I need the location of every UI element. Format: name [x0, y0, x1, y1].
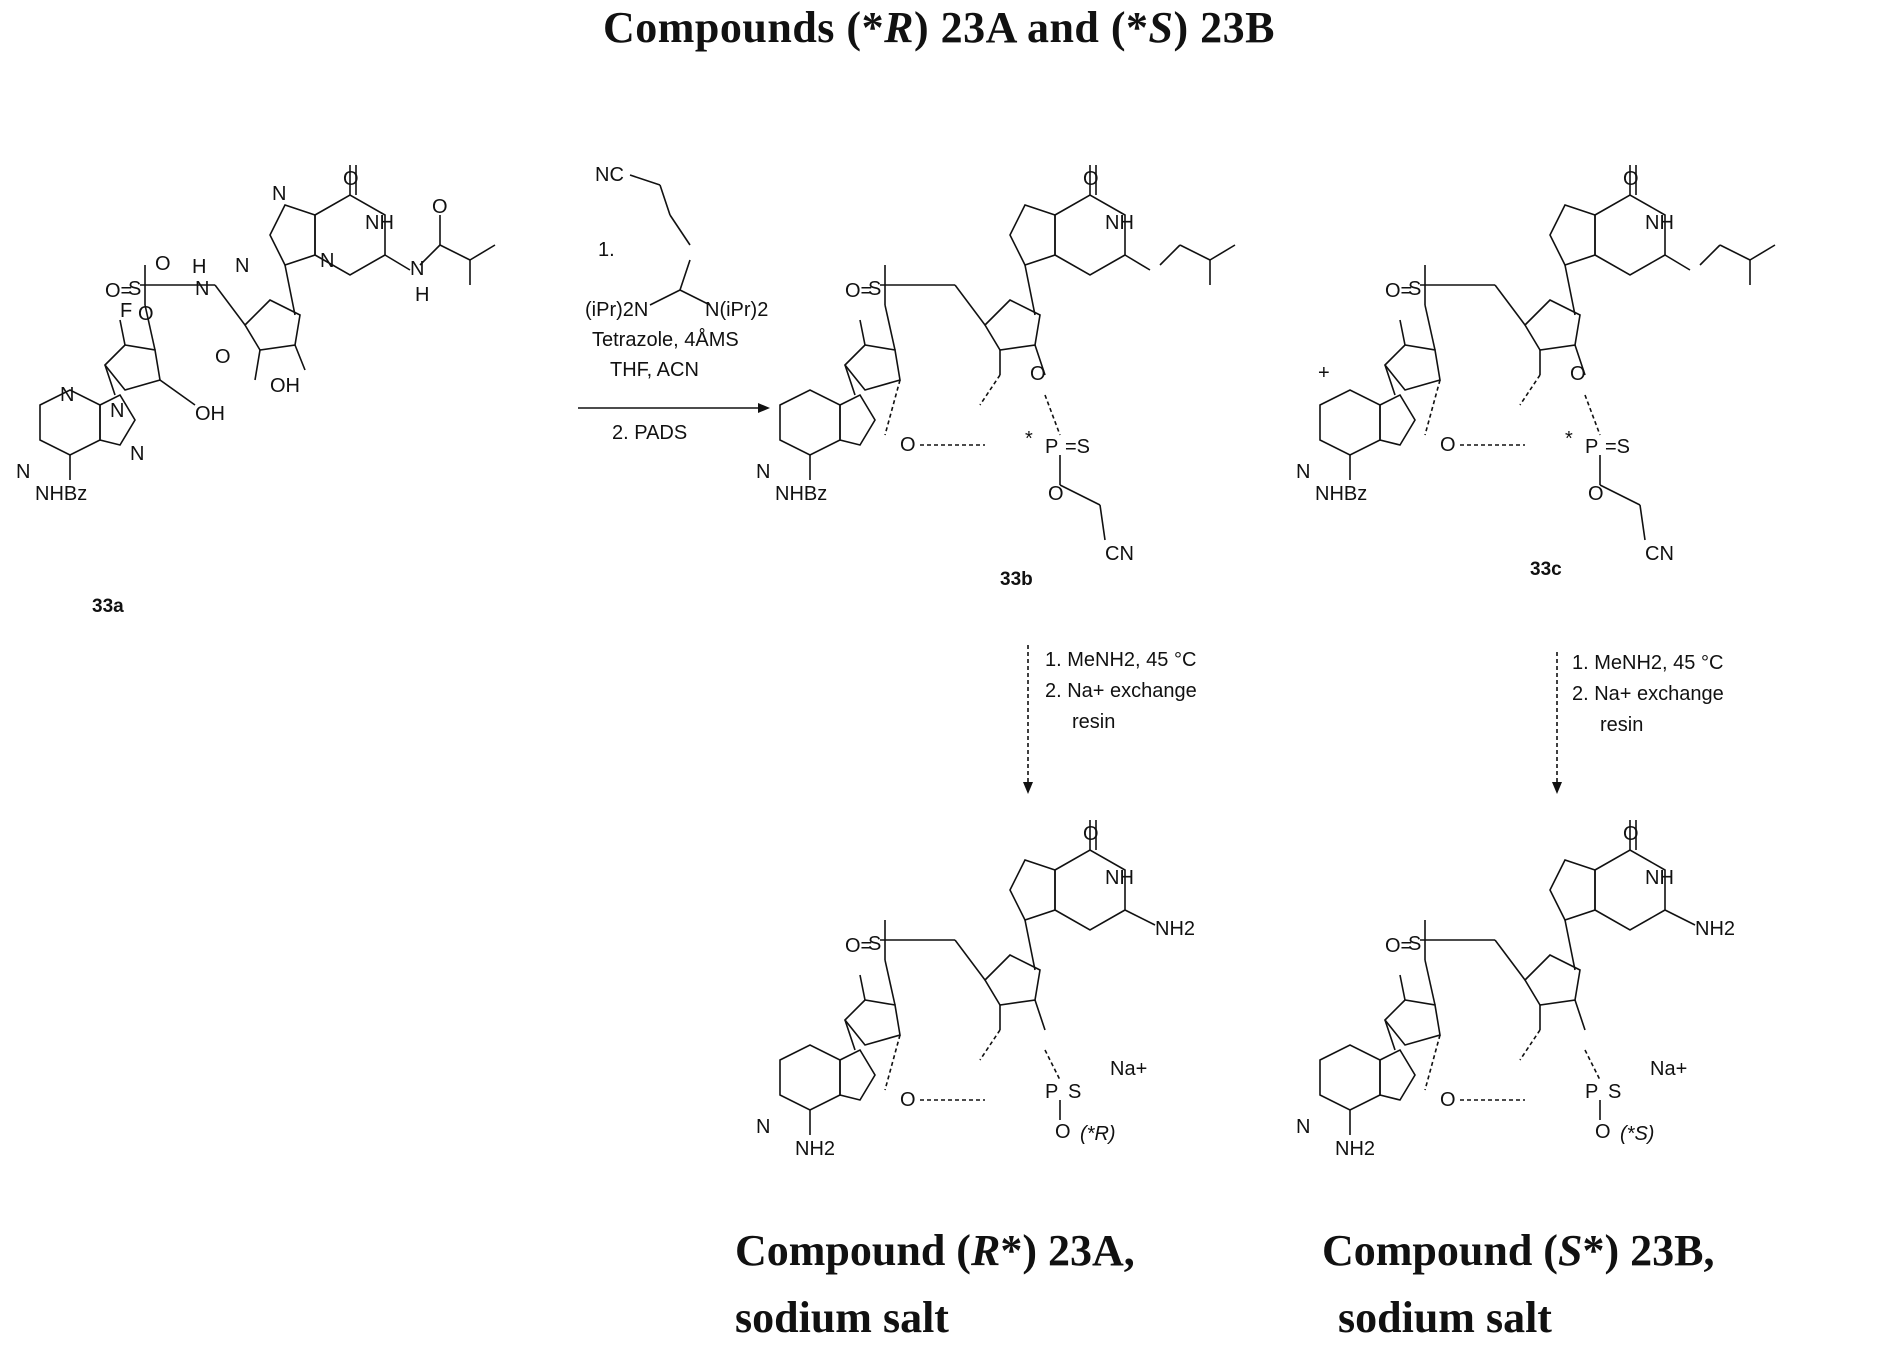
svg-text:Na+: Na+	[1110, 1058, 1147, 1080]
svg-text:N: N	[1296, 461, 1310, 483]
svg-text:P: P	[1585, 436, 1598, 458]
svg-text:N: N	[756, 461, 770, 483]
condition-menh2-right: 1. MeNH2, 45 °C	[1572, 648, 1723, 678]
svg-text:O: O	[1055, 1121, 1071, 1143]
reagent-step-number: 1.	[598, 235, 615, 265]
svg-text:NH2: NH2	[1335, 1138, 1375, 1160]
svg-text:N: N	[195, 278, 209, 300]
svg-text:O: O	[432, 196, 448, 218]
svg-text:O: O	[1030, 363, 1046, 385]
svg-text:N: N	[130, 443, 144, 465]
svg-text:O: O	[1048, 483, 1064, 505]
svg-text:CN: CN	[1645, 543, 1674, 565]
svg-text:*: *	[1025, 428, 1033, 450]
svg-text:O=: O=	[845, 935, 872, 957]
svg-text:F: F	[120, 300, 132, 322]
svg-text:NHBz: NHBz	[775, 483, 827, 505]
svg-text:O: O	[900, 1089, 916, 1111]
svg-text:OH: OH	[195, 403, 225, 425]
reagent-phos-left: (iPr)2N	[585, 295, 648, 325]
condition-na-exchange-left: 2. Na+ exchange	[1045, 676, 1197, 706]
svg-text:N: N	[110, 400, 124, 422]
svg-text:O: O	[1595, 1121, 1611, 1143]
condition-menh2-left: 1. MeNH2, 45 °C	[1045, 645, 1196, 675]
svg-text:*: *	[1565, 428, 1573, 450]
structure-23b: ONHNH2 PSO Na+(*S) OSO= NNH2	[1296, 820, 1735, 1160]
structure-23a: ONHNH2 PSO Na+(*R) OSO= NNH2	[756, 820, 1195, 1160]
condition-tetrazole: Tetrazole, 4ÅMS	[592, 325, 739, 355]
svg-text:N: N	[272, 183, 286, 205]
svg-text:O: O	[1623, 823, 1639, 845]
svg-text:N: N	[756, 1116, 770, 1138]
svg-text:OH: OH	[270, 375, 300, 397]
svg-text:NH: NH	[1645, 867, 1674, 889]
caption-23b-line2: sodium salt	[1338, 1292, 1552, 1343]
svg-text:33c: 33c	[1530, 559, 1562, 580]
svg-text:NHBz: NHBz	[35, 483, 87, 505]
condition-resin-left: resin	[1072, 707, 1115, 737]
svg-text:O: O	[343, 168, 359, 190]
svg-text:O: O	[1570, 363, 1586, 385]
svg-text:P: P	[1585, 1081, 1598, 1103]
svg-text:Na+: Na+	[1650, 1058, 1687, 1080]
svg-text:=S: =S	[1065, 436, 1090, 458]
svg-text:N: N	[16, 461, 30, 483]
reagent-phos-right: N(iPr)2	[705, 295, 768, 325]
svg-text:NHBz: NHBz	[1315, 483, 1367, 505]
caption-23a-line1: Compound (R*) 23A,	[735, 1225, 1135, 1276]
svg-text:P: P	[1045, 436, 1058, 458]
svg-text:O=: O=	[1385, 935, 1412, 957]
svg-text:NH2: NH2	[795, 1138, 835, 1160]
svg-text:33b: 33b	[1000, 569, 1033, 590]
structure-33b: ONH OP=S *O CNO SO= NNHBz	[756, 165, 1235, 565]
svg-text:(*R): (*R)	[1080, 1123, 1116, 1145]
condition-na-exchange-right: 2. Na+ exchange	[1572, 679, 1724, 709]
caption-23b-line1: Compound (S*) 23B,	[1322, 1225, 1714, 1276]
svg-text:O: O	[1623, 168, 1639, 190]
svg-text:=S: =S	[1605, 436, 1630, 458]
svg-text:N: N	[410, 258, 424, 280]
svg-text:H: H	[192, 256, 206, 278]
svg-text:NH2: NH2	[1695, 918, 1735, 940]
svg-text:O: O	[1588, 483, 1604, 505]
svg-text:N: N	[320, 250, 334, 272]
svg-text:NH: NH	[1105, 212, 1134, 234]
svg-text:NH: NH	[1105, 867, 1134, 889]
svg-text:O=: O=	[1385, 280, 1412, 302]
svg-text:O: O	[215, 346, 231, 368]
svg-text:S: S	[1608, 1081, 1621, 1103]
svg-text:P: P	[1045, 1081, 1058, 1103]
svg-text:O=: O=	[105, 280, 132, 302]
svg-text:S: S	[1068, 1081, 1081, 1103]
condition-pads: 2. PADS	[612, 418, 687, 448]
svg-text:O: O	[1440, 1089, 1456, 1111]
reagent-nc: NC	[595, 160, 624, 190]
svg-text:O: O	[138, 303, 154, 325]
caption-23a-line2: sodium salt	[735, 1292, 949, 1343]
svg-text:N: N	[1296, 1116, 1310, 1138]
svg-text:(*S): (*S)	[1620, 1123, 1654, 1145]
svg-text:CN: CN	[1105, 543, 1134, 565]
svg-text:N: N	[60, 384, 74, 406]
svg-text:O: O	[1083, 168, 1099, 190]
structure-33c: ONH OP=S *O CNO SO= NNHBz	[1296, 165, 1775, 565]
svg-text:O: O	[900, 434, 916, 456]
svg-text:O: O	[155, 253, 171, 275]
svg-text:N: N	[235, 255, 249, 277]
svg-text:O: O	[1083, 823, 1099, 845]
svg-text:NH2: NH2	[1155, 918, 1195, 940]
svg-text:33a: 33a	[92, 596, 124, 617]
plus-sign: +	[1318, 358, 1330, 388]
svg-text:NH: NH	[365, 212, 394, 234]
svg-text:O=: O=	[845, 280, 872, 302]
svg-text:H: H	[415, 284, 429, 306]
svg-text:NH: NH	[1645, 212, 1674, 234]
condition-solvent: THF, ACN	[610, 355, 699, 385]
phosphoramidite-reagent	[630, 175, 710, 305]
structure-33a: ONH NNN NHO SO=O HN OF OHOHO NNN NNHBz	[16, 165, 495, 505]
condition-resin-right: resin	[1600, 710, 1643, 740]
svg-text:O: O	[1440, 434, 1456, 456]
